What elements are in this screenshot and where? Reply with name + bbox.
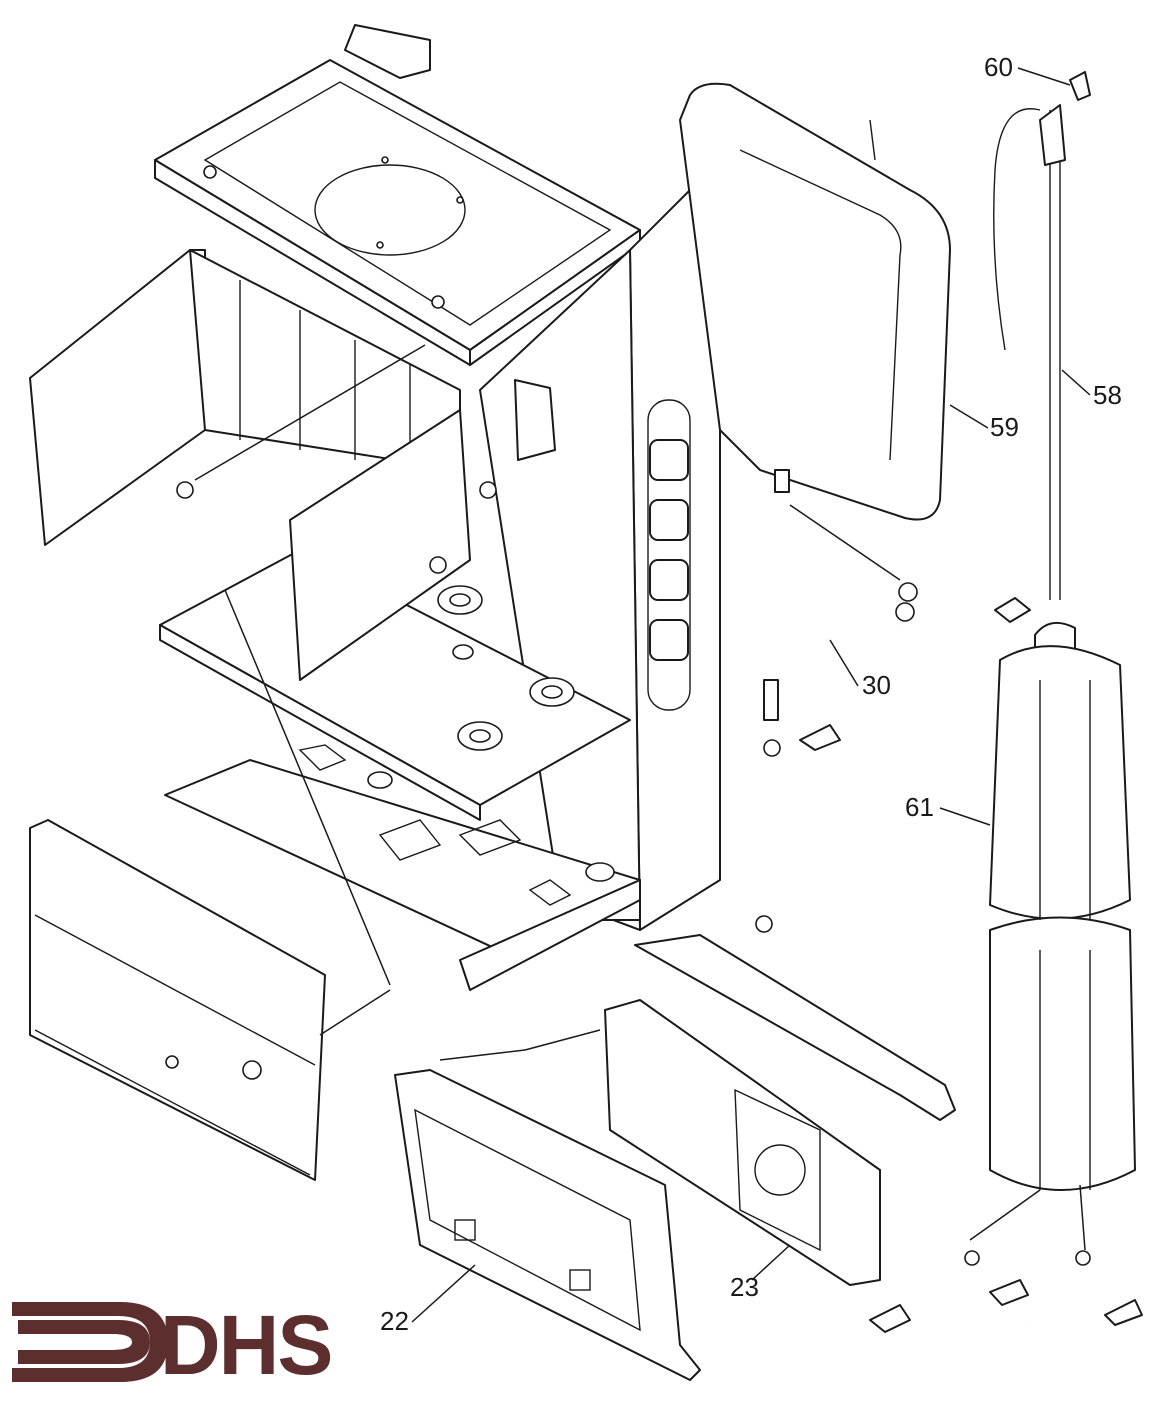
callout-30: 30 xyxy=(862,670,891,700)
logo-text: DHS xyxy=(160,1298,331,1392)
expansion-vessel xyxy=(679,82,951,581)
flexible-hose xyxy=(763,582,918,757)
callout-23: 23 xyxy=(730,1272,759,1302)
assembly-line-front xyxy=(439,1049,526,1061)
base-tray xyxy=(159,409,631,821)
callout-59: 59 xyxy=(990,412,1019,442)
combustion-cover xyxy=(604,934,956,1286)
arrow-right-icon xyxy=(12,1302,168,1382)
dhs-logo: DHS xyxy=(12,1298,333,1392)
callout-22: 22 xyxy=(380,1306,409,1336)
callout-61: 61 xyxy=(905,792,934,822)
front-lower-panel xyxy=(29,819,326,1181)
top-cover-plate xyxy=(154,24,641,366)
callout-58: 58 xyxy=(1093,380,1122,410)
screws xyxy=(176,481,773,933)
assembly-line-front-2 xyxy=(524,1029,601,1051)
control-panel-frame xyxy=(394,1069,701,1381)
callout-leaders xyxy=(411,67,1091,1323)
connection-pipes xyxy=(869,1184,1143,1333)
callout-60: 60 xyxy=(984,52,1013,82)
assembly-lines xyxy=(194,344,426,1036)
bottom-plate xyxy=(164,744,641,991)
cylinder-vessel xyxy=(989,621,1136,1191)
sensor-probe xyxy=(993,71,1091,623)
